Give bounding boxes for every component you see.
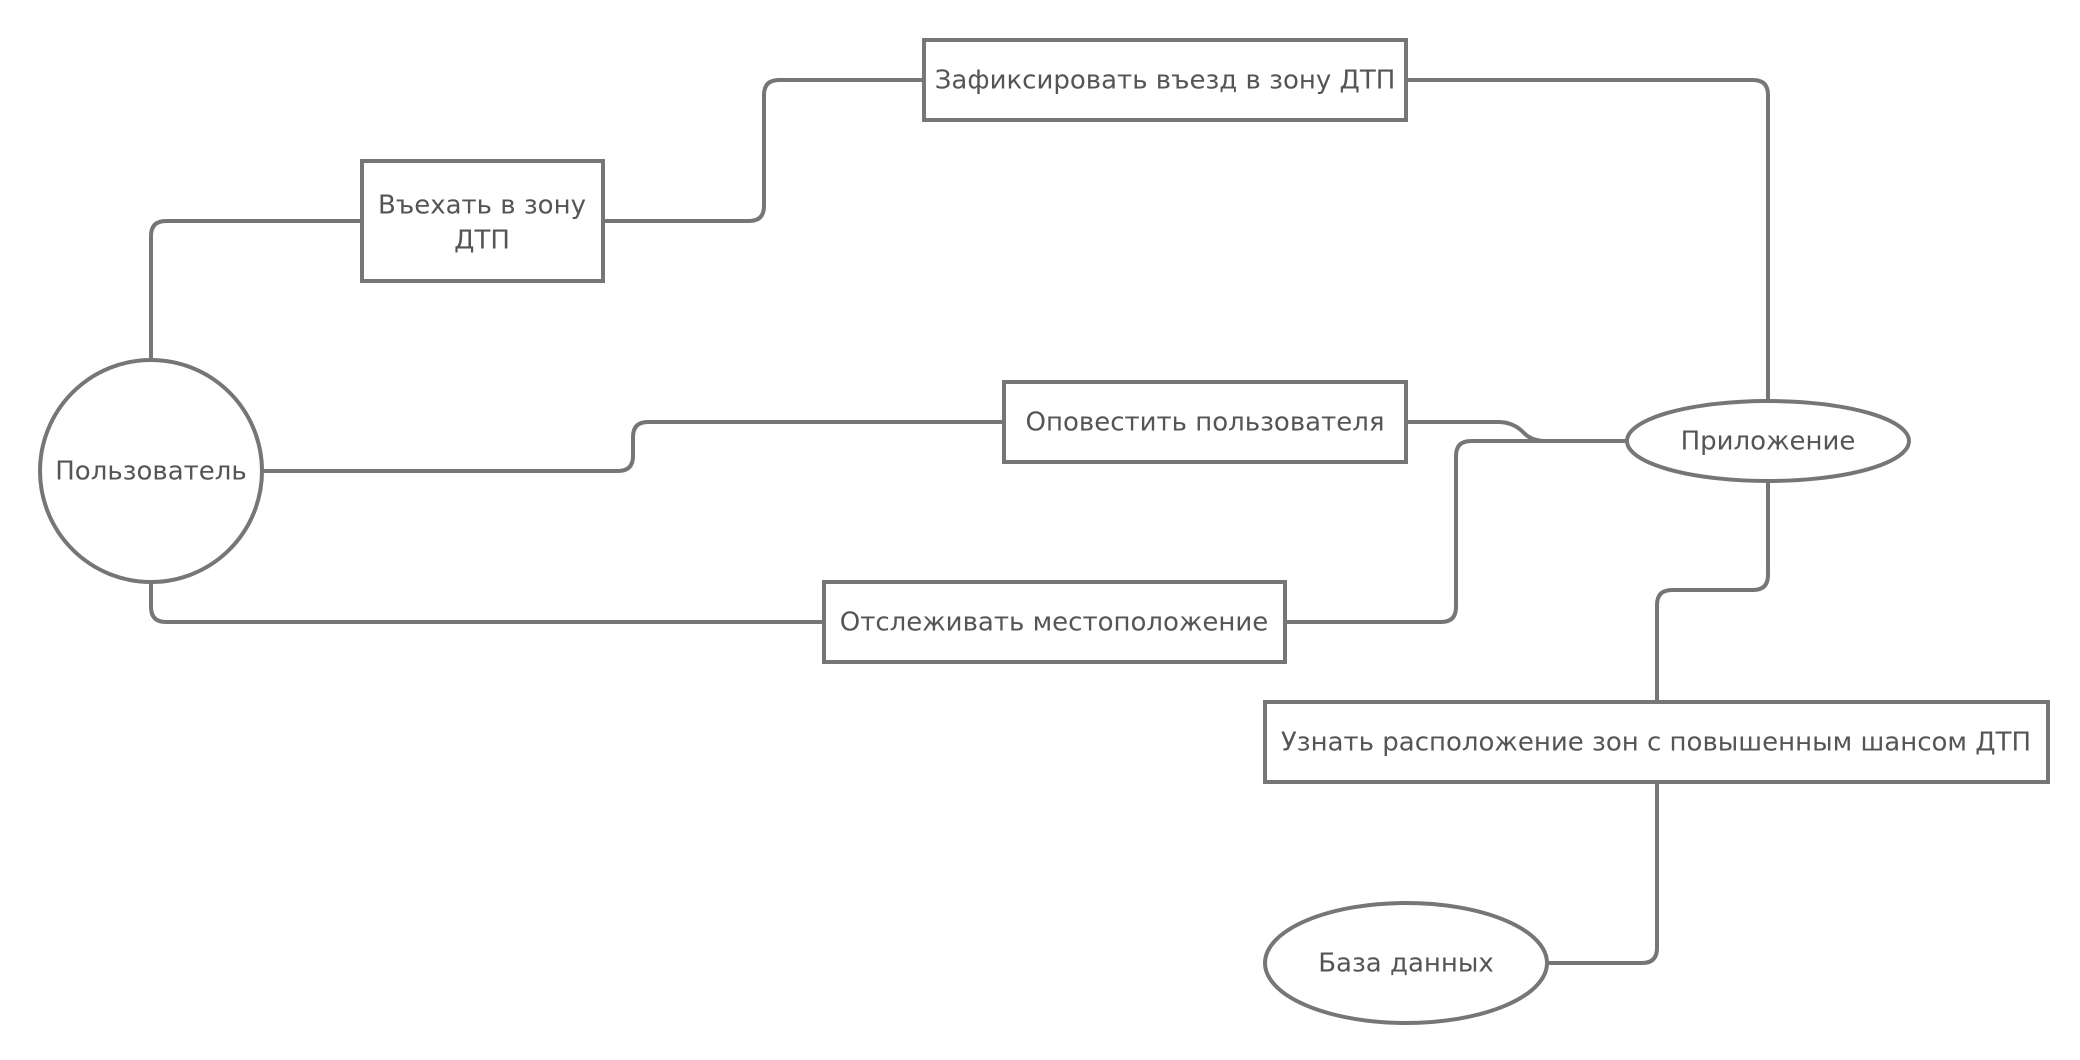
notify-user-label: Оповестить пользователя xyxy=(1026,408,1385,438)
user-circle xyxy=(38,358,264,584)
node-enter-zone[interactable]: Въехать в зону ДТП xyxy=(360,159,605,283)
node-user[interactable]: Пользователь xyxy=(38,358,264,584)
node-app[interactable]: Приложение xyxy=(1625,399,1911,483)
node-database[interactable]: База данных xyxy=(1263,901,1549,1025)
find-zones-box xyxy=(1263,700,2050,784)
edge-record-entry-app xyxy=(1404,78,1770,403)
edge-user-track xyxy=(149,580,826,624)
track-location-label: Отслеживать местоположение xyxy=(840,608,1269,638)
database-ellipse xyxy=(1263,901,1549,1025)
find-zones-label: Узнать расположение зон с повышенным шан… xyxy=(1281,728,2031,758)
record-entry-label: Зафиксировать въезд в зону ДТП xyxy=(935,66,1396,96)
node-notify-user[interactable]: Оповестить пользователя xyxy=(1002,380,1408,464)
notify-user-box xyxy=(1002,380,1408,464)
edge-user-enter-zone xyxy=(149,219,364,362)
edge-app-find-zones xyxy=(1655,479,1770,704)
node-record-entry[interactable]: Зафиксировать въезд в зону ДТП xyxy=(922,38,1408,122)
edge-track-app xyxy=(1283,439,1627,624)
edge-notify-app xyxy=(1404,420,1627,443)
edge-user-notify xyxy=(258,420,1006,473)
enter-zone-label-line-1: Въехать в зону xyxy=(378,191,586,221)
record-entry-box xyxy=(922,38,1408,122)
app-ellipse xyxy=(1625,399,1911,483)
user-label: Пользователь xyxy=(55,457,246,487)
edge-enter-zone-record-entry xyxy=(601,78,926,223)
edge-find-zones-database xyxy=(1545,780,1659,965)
node-find-zones[interactable]: Узнать расположение зон с повышенным шан… xyxy=(1263,700,2050,784)
enter-zone-label-line-2: ДТП xyxy=(454,226,510,256)
track-location-box xyxy=(822,580,1287,664)
enter-zone-box xyxy=(360,159,605,283)
connectors xyxy=(149,78,1770,965)
node-track-location[interactable]: Отслеживать местоположение xyxy=(822,580,1287,664)
database-label: База данных xyxy=(1318,949,1494,979)
app-label: Приложение xyxy=(1681,427,1856,457)
